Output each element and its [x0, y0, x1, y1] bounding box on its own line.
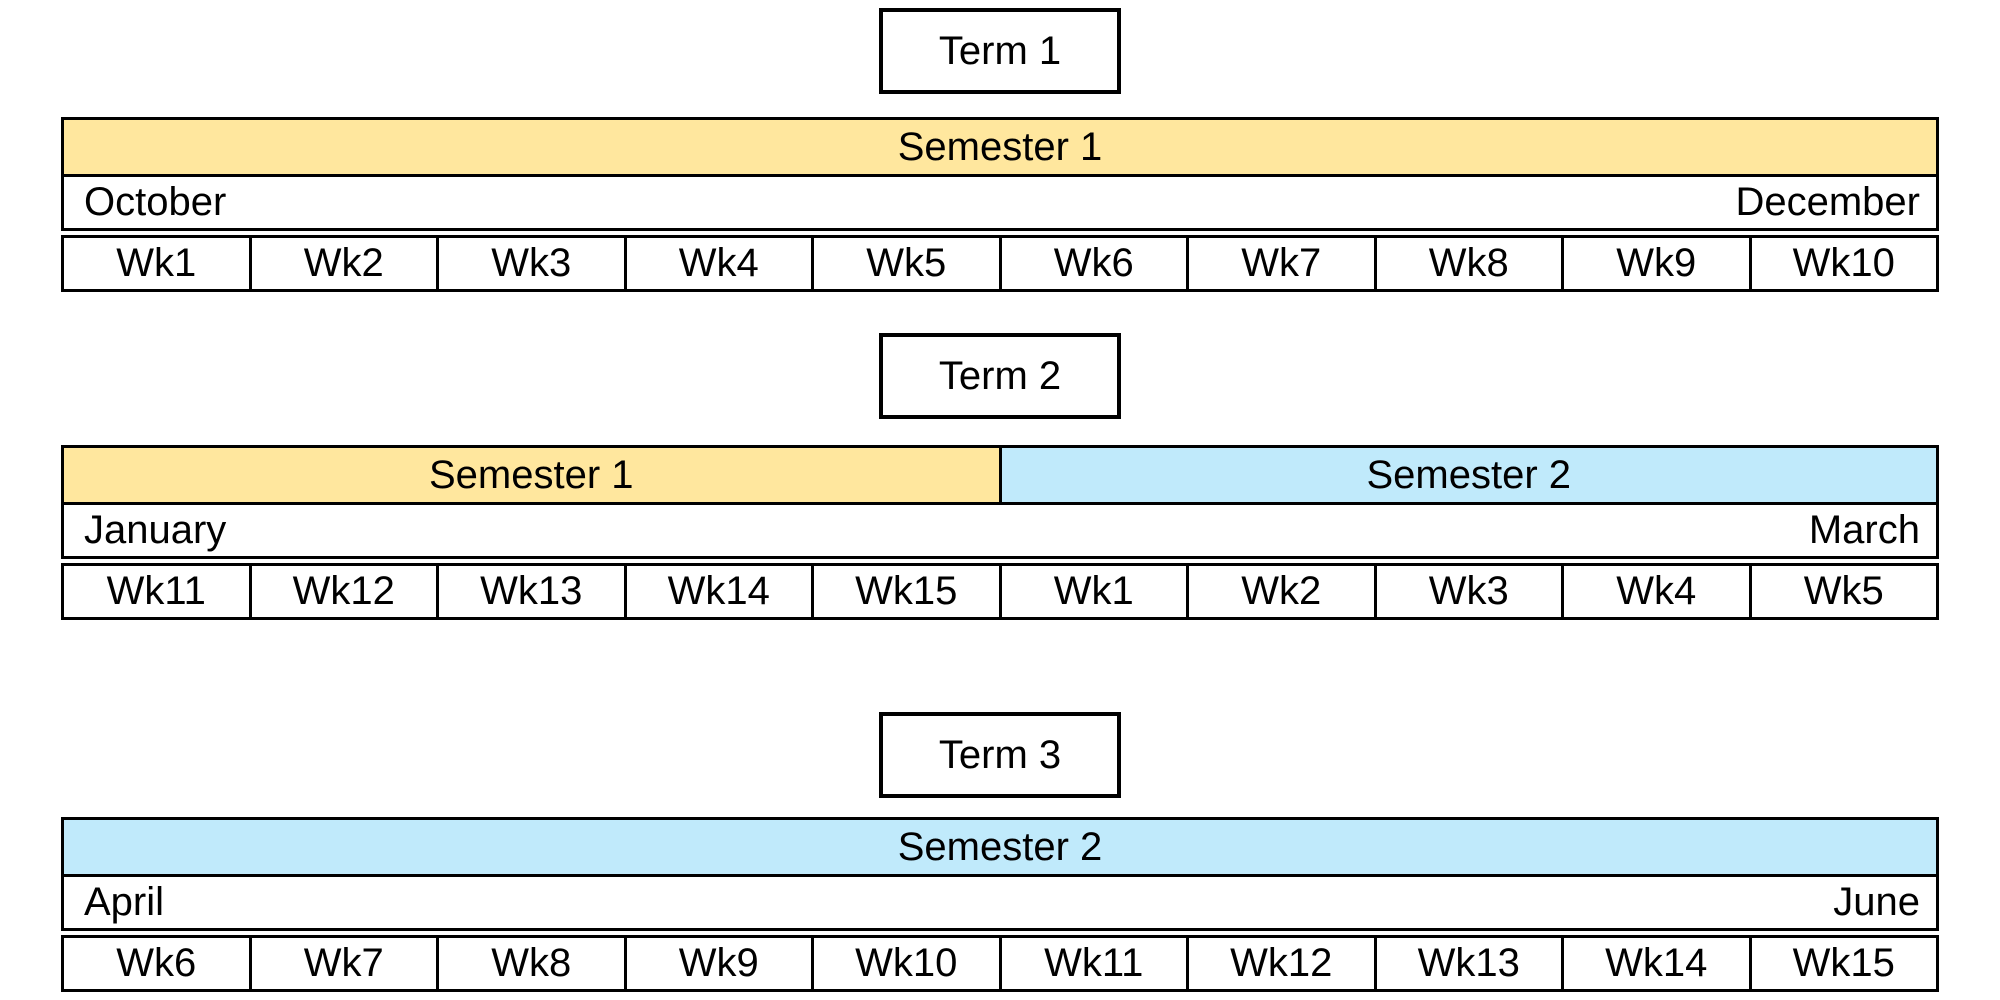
week-cell: Wk9	[1561, 238, 1749, 289]
term-2-label: Term 2	[938, 353, 1062, 398]
week-cell: Wk1	[998, 566, 1187, 617]
week-cell: Wk14	[623, 566, 812, 617]
week-cell: Wk10	[1748, 238, 1937, 289]
week-cell: Wk6	[116, 941, 197, 985]
week-cell: Wk9	[623, 938, 812, 989]
term-1-week-row: Wk1 Wk2 Wk3 Wk4 Wk5 Wk6 Wk7 Wk8 Wk9 Wk10	[61, 235, 1939, 292]
semester-cell: Semester 1	[64, 448, 999, 502]
week-cell: Wk12	[1186, 938, 1374, 989]
month-start-label: October	[84, 180, 227, 224]
week-cell: Wk3	[1373, 566, 1562, 617]
month-start-label: April	[84, 880, 165, 924]
term-3-semester-row: Semester 2	[61, 817, 1939, 877]
term-3-label: Term 3	[938, 732, 1062, 777]
month-end-label: March	[1808, 508, 1920, 552]
week-cell: Wk5	[811, 238, 999, 289]
term-2-semester-row: Semester 1 Semester 2	[61, 445, 1939, 505]
month-start-label: January	[84, 508, 227, 552]
week-cell: Wk6	[998, 238, 1187, 289]
week-cell: Wk15	[811, 566, 999, 617]
week-cell: Wk11	[106, 569, 206, 613]
term-2-week-row: Wk11 Wk12 Wk13 Wk14 Wk15 Wk1 Wk2 Wk3 Wk4…	[61, 563, 1939, 620]
term-1-month-row: October December	[61, 177, 1939, 231]
week-cell: Wk4	[1561, 566, 1749, 617]
semester-cell: Semester 2	[998, 448, 1936, 502]
week-cell: Wk8	[1373, 238, 1562, 289]
week-cell: Wk1	[116, 241, 197, 285]
week-cell: Wk4	[623, 238, 812, 289]
week-cell: Wk12	[248, 566, 437, 617]
week-cell: Wk13	[436, 566, 624, 617]
week-cell: Wk7	[248, 938, 437, 989]
semester-cell: Semester 1	[64, 120, 1936, 174]
week-cell: Wk5	[1748, 566, 1937, 617]
week-cell: Wk11	[998, 938, 1187, 989]
month-end-label: December	[1735, 180, 1920, 224]
term-3-week-row: Wk6 Wk7 Wk8 Wk9 Wk10 Wk11 Wk12 Wk13 Wk14…	[61, 935, 1939, 992]
term-3-section: Term 3 Semester 2 April June Wk6 Wk7 Wk8…	[0, 712, 2000, 992]
semester-cell: Semester 2	[64, 820, 1936, 874]
week-cell: Wk15	[1748, 938, 1937, 989]
term-2-table: Semester 1 Semester 2 January March Wk11…	[61, 445, 1939, 620]
week-cell: Wk8	[436, 938, 624, 989]
term-2-month-row: January March	[61, 505, 1939, 559]
term-1-table: Semester 1 October December Wk1 Wk2 Wk3 …	[61, 117, 1939, 292]
week-cell: Wk13	[1373, 938, 1562, 989]
week-cell: Wk2	[248, 238, 437, 289]
week-cell: Wk7	[1186, 238, 1374, 289]
term-1-label: Term 1	[938, 28, 1062, 73]
term-3-table: Semester 2 April June Wk6 Wk7 Wk8 Wk9 Wk…	[61, 817, 1939, 992]
term-1-section: Term 1 Semester 1 October December Wk1 W…	[0, 8, 2000, 292]
term-3-box: Term 3	[879, 712, 1121, 798]
month-end-label: June	[1833, 880, 1920, 924]
term-2-section: Term 2 Semester 1 Semester 2 January Mar…	[0, 333, 2000, 620]
term-1-semester-row: Semester 1	[61, 117, 1939, 177]
term-3-month-row: April June	[61, 877, 1939, 931]
term-1-box: Term 1	[879, 8, 1121, 94]
term-2-box: Term 2	[879, 333, 1121, 419]
week-cell: Wk2	[1186, 566, 1374, 617]
week-cell: Wk14	[1561, 938, 1749, 989]
week-cell: Wk10	[811, 938, 999, 989]
week-cell: Wk3	[436, 238, 624, 289]
